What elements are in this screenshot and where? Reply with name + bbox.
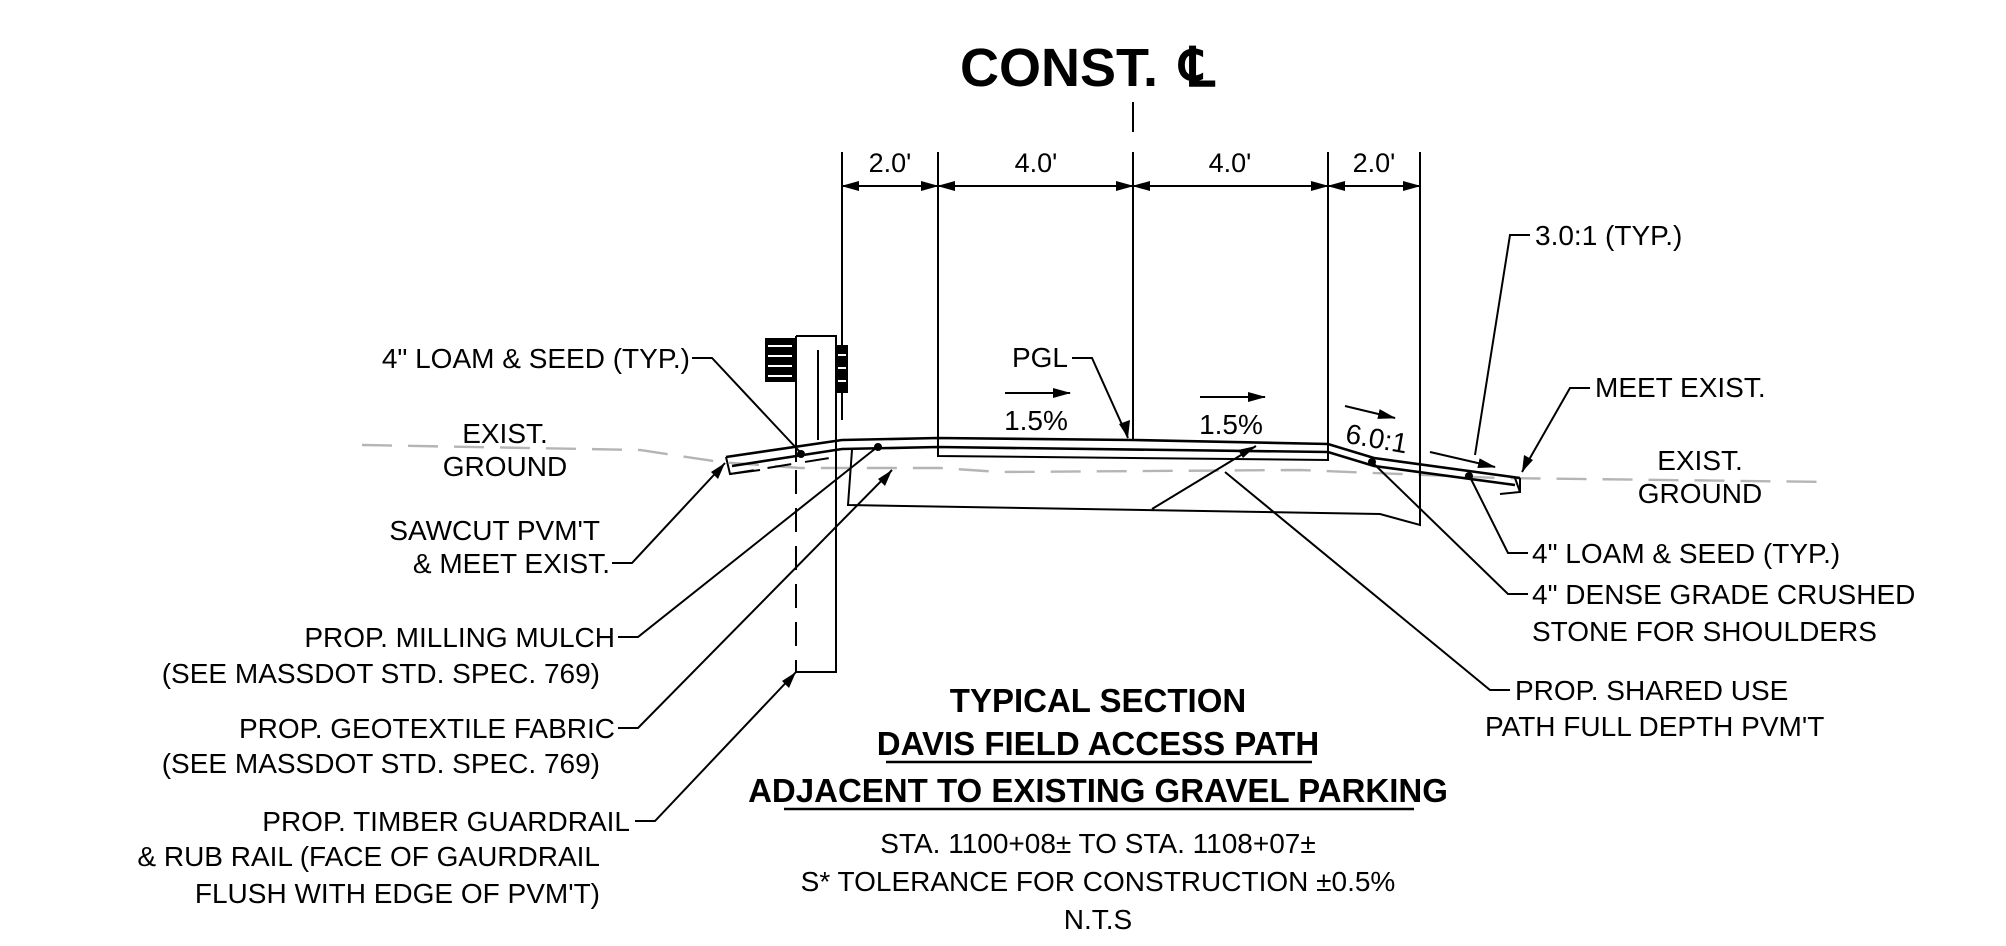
label-guardrail-2: & RUB RAIL (FACE OF GAURDRAIL [137, 841, 600, 872]
slope-shoulder-text: 6.0:1 [1343, 418, 1410, 459]
title-tolerance: S* TOLERANCE FOR CONSTRUCTION ±0.5% [801, 866, 1396, 897]
title-adjacent: ADJACENT TO EXISTING GRAVEL PARKING [748, 772, 1448, 809]
label-exist-ground-left-1: EXIST. [462, 418, 548, 449]
label-guardrail-1: PROP. TIMBER GUARDRAIL [262, 806, 630, 837]
label-milling-mulch-1: PROP. MILLING MULCH [304, 622, 615, 653]
title-typical-section: TYPICAL SECTION [950, 682, 1246, 719]
label-milling-mulch-2: (SEE MASSDOT STD. SPEC. 769) [162, 658, 600, 689]
dim-left-shoulder: 2.0' [869, 148, 912, 178]
title-station: STA. 1100+08± TO STA. 1108+07± [880, 828, 1315, 859]
centerline-symbol: ℄ [1178, 38, 1216, 98]
label-guardrail-3: FLUSH WITH EDGE OF PVM'T) [195, 878, 600, 909]
label-sawcut-1: SAWCUT PVM'T [389, 515, 600, 546]
slope-left-text: 1.5% [1004, 405, 1068, 436]
label-exist-ground-right-2: GROUND [1638, 478, 1762, 509]
label-crushed-stone-1: 4" DENSE GRADE CRUSHED [1532, 579, 1915, 610]
label-exist-ground-right-1: EXIST. [1657, 445, 1743, 476]
const-label: CONST. [960, 38, 1158, 98]
existing-ground-line [361, 443, 1831, 484]
slope-arrow-shoulder [1344, 405, 1396, 419]
right-edge [1499, 478, 1521, 495]
slope-arrow-side [1429, 451, 1496, 469]
title-scale: N.T.S [1064, 904, 1132, 935]
timber-guardrail [765, 335, 848, 673]
label-loam-seed-right: 4" LOAM & SEED (TYP.) [1532, 538, 1840, 569]
dim-right-lane: 4.0' [1209, 148, 1252, 178]
label-meet-exist: MEET EXIST. [1595, 372, 1766, 403]
dim-right-shoulder: 2.0' [1353, 148, 1396, 178]
dimension-chain [841, 152, 1421, 525]
pavement-section [725, 436, 1521, 527]
label-sawcut-2: & MEET EXIST. [413, 548, 610, 579]
slope-right-text: 1.5% [1199, 409, 1263, 440]
label-side-slope: 3.0:1 (TYP.) [1535, 220, 1682, 251]
label-shared-use-2: PATH FULL DEPTH PVM'T [1485, 711, 1824, 742]
title-access-path: DAVIS FIELD ACCESS PATH [877, 725, 1319, 762]
leader-lines [612, 234, 1590, 822]
dim-left-lane: 4.0' [1015, 148, 1058, 178]
label-exist-ground-left-2: GROUND [443, 451, 567, 482]
label-pgl: PGL [1012, 342, 1068, 373]
label-geotextile-2: (SEE MASSDOT STD. SPEC. 769) [162, 748, 600, 779]
label-loam-seed-left: 4" LOAM & SEED (TYP.) [382, 343, 690, 374]
label-geotextile-1: PROP. GEOTEXTILE FABRIC [239, 713, 615, 744]
label-shared-use-1: PROP. SHARED USE [1515, 675, 1788, 706]
label-crushed-stone-2: STONE FOR SHOULDERS [1532, 616, 1877, 647]
